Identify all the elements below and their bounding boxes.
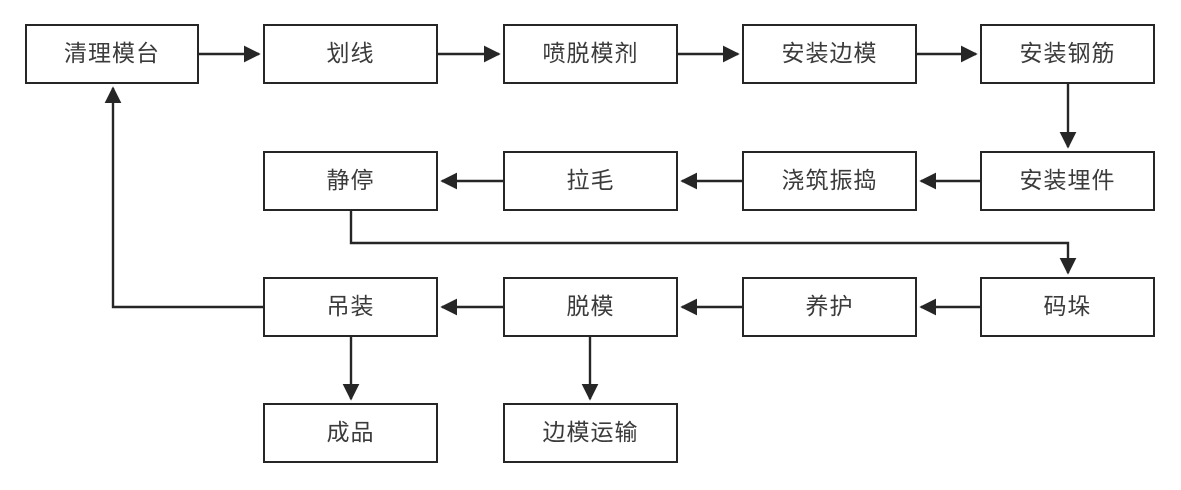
- node-lamao[interactable]: 拉毛: [503, 151, 678, 211]
- node-label: 脱模: [566, 293, 615, 320]
- node-label: 安装边模: [781, 40, 878, 67]
- edge-jingting-maduo: [349, 211, 1077, 275]
- node-label: 拉毛: [566, 167, 615, 194]
- node-label: 静停: [326, 167, 375, 194]
- node-jiaozhuzhendao[interactable]: 浇筑振捣: [742, 151, 917, 211]
- node-label: 安装钢筋: [1019, 40, 1116, 67]
- node-anzhuangmaijian[interactable]: 安装埋件: [980, 151, 1155, 211]
- node-label: 划线: [326, 40, 375, 67]
- node-pentuomoji[interactable]: 喷脱模剂: [503, 24, 678, 84]
- node-bianmoyunshu[interactable]: 边模运输: [503, 403, 678, 463]
- node-label: 浇筑振捣: [781, 167, 878, 194]
- node-label: 安装埋件: [1019, 167, 1116, 194]
- node-yanghu[interactable]: 养护: [742, 277, 917, 337]
- node-maduo[interactable]: 码垛: [980, 277, 1155, 337]
- node-label: 吊装: [326, 293, 375, 320]
- node-chengpin[interactable]: 成品: [263, 403, 438, 463]
- node-label: 喷脱模剂: [542, 40, 639, 67]
- node-qinglimotai[interactable]: 清理模台: [25, 24, 199, 84]
- node-label: 养护: [805, 293, 854, 320]
- node-jingting[interactable]: 静停: [263, 151, 438, 211]
- node-anzhuangbianmo[interactable]: 安装边模: [742, 24, 917, 84]
- node-huaxian[interactable]: 划线: [263, 24, 438, 84]
- node-anzhuanggangjin[interactable]: 安装钢筋: [980, 24, 1155, 84]
- edge-diaozhuang-qinglimotai: [104, 86, 263, 309]
- node-tuomo[interactable]: 脱模: [503, 277, 678, 337]
- node-label: 边模运输: [542, 419, 639, 446]
- node-label: 成品: [326, 419, 375, 446]
- node-label: 清理模台: [64, 40, 160, 67]
- node-diaozhuang[interactable]: 吊装: [263, 277, 438, 337]
- node-label: 码垛: [1043, 293, 1092, 320]
